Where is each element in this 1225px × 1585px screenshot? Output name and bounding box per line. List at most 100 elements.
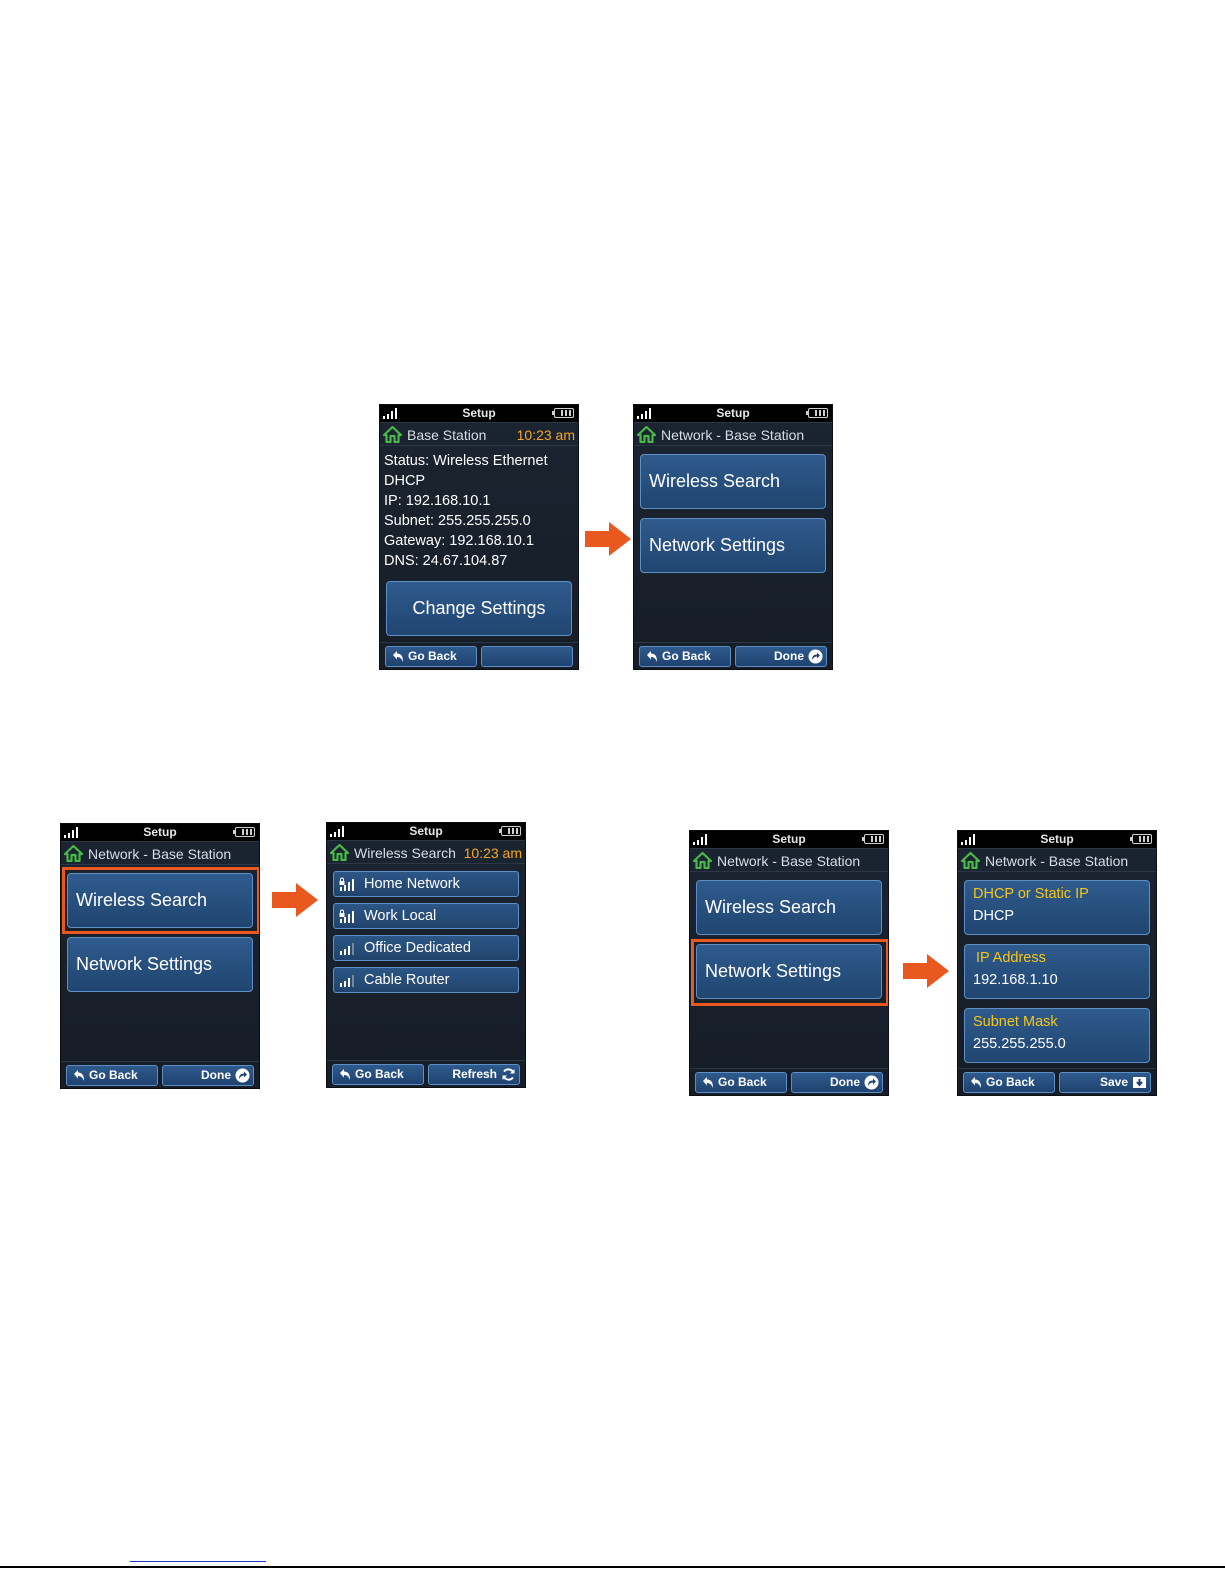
network-name: Cable Router [364,972,450,988]
flow-arrow-icon [272,883,318,917]
field-value: 255.255.255.0 [973,1036,1066,1052]
network-list-item[interactable]: Office Dedicated [333,935,519,961]
done-button[interactable]: Done [162,1065,254,1086]
field-label: DHCP or Static IP [973,886,1089,902]
back-arrow-icon [968,1075,983,1090]
wireless-search-button[interactable]: Wireless Search [696,880,882,935]
back-arrow-icon [71,1068,86,1083]
subnet-mask-field[interactable]: Subnet Mask 255.255.255.0 [964,1008,1150,1063]
network-list-item[interactable]: Work Local [333,903,519,929]
field-value: DHCP [973,908,1015,924]
status-info: Status: Wireless Ethernet DHCP IP: 192.1… [384,451,548,571]
go-back-button[interactable]: Go Back [332,1064,424,1085]
header-label: Base Station [407,427,487,443]
go-back-button[interactable]: Go Back [695,1072,787,1093]
network-settings-button[interactable]: Network Settings [67,937,253,992]
base-station-screen: Setup Base Station 10:23 am Status: Wire… [379,404,579,670]
field-value: 192.168.1.10 [973,972,1058,988]
save-button[interactable]: Save [1059,1072,1151,1093]
header-label: Wireless Search [354,845,456,861]
home-icon [961,852,980,869]
go-back-label: Go Back [355,1067,404,1081]
refresh-icon [501,1067,516,1082]
go-back-label: Go Back [986,1075,1035,1089]
go-back-label: Go Back [662,649,711,663]
wifi-signal-icon [339,941,357,955]
network-menu-settings-screen: Setup Network - Base Station Wireless Se… [689,830,889,1096]
done-icon [864,1075,879,1090]
flow-arrow-icon [585,522,631,556]
go-back-button[interactable]: Go Back [639,646,731,667]
dhcp-static-field[interactable]: DHCP or Static IP DHCP [964,880,1150,935]
status-line: Status: Wireless Ethernet [384,453,548,469]
go-back-label: Go Back [89,1068,138,1082]
flow-arrow-icon [903,954,949,988]
back-arrow-icon [390,649,405,664]
done-icon [808,649,823,664]
refresh-label: Refresh [452,1067,497,1081]
mode-line: DHCP [384,473,426,489]
header-time: 10:23 am [463,845,522,861]
status-title: Setup [1040,832,1074,846]
network-name: Home Network [364,876,460,892]
change-settings-button[interactable]: Change Settings [386,581,572,636]
screen-header: Wireless Search 10:23 am [327,841,525,864]
right-softkey-button[interactable] [481,646,573,667]
status-bar: Setup [61,824,259,842]
subnet-line: Subnet: 255.255.255.0 [384,513,531,529]
status-title: Setup [143,825,177,839]
selection-highlight [691,939,888,1006]
battery-icon [1130,834,1152,844]
wireless-search-button[interactable]: Wireless Search [67,873,253,928]
network-name: Office Dedicated [364,940,471,956]
ip-line: IP: 192.168.10.1 [384,493,491,509]
status-bar: Setup [327,823,525,841]
network-settings-button[interactable]: Network Settings [696,944,882,999]
done-icon [235,1068,250,1083]
battery-icon [862,834,884,844]
softkey-bar: Go Back Save [958,1068,1156,1095]
field-label: IP Address [976,950,1046,966]
screen-header: Network - Base Station [958,849,1156,872]
done-label: Done [774,649,804,663]
network-settings-button[interactable]: Network Settings [640,518,826,573]
go-back-label: Go Back [718,1075,767,1089]
done-button[interactable]: Done [791,1072,883,1093]
wireless-search-button[interactable]: Wireless Search [640,454,826,509]
battery-icon [499,826,521,836]
ip-address-field[interactable]: IP Address 192.168.1.10 [964,944,1150,999]
screen-header: Network - Base Station [634,423,832,446]
screen-header: Base Station 10:23 am [380,423,578,446]
header-label: Network - Base Station [88,846,232,862]
softkey-bar: Go Back [380,642,578,669]
status-title: Setup [409,824,443,838]
gateway-line: Gateway: 192.168.10.1 [384,533,534,549]
battery-icon [552,408,574,418]
network-menu-screen: Setup Network - Base Station Wireless Se… [633,404,833,670]
footnote-link-underline[interactable] [130,1561,266,1562]
go-back-button[interactable]: Go Back [963,1072,1055,1093]
status-bar: Setup [380,405,578,423]
wifi-signal-lock-icon [339,877,357,891]
wireless-search-screen: Setup Wireless Search 10:23 am Home Netw… [326,822,526,1088]
selection-highlight [62,867,259,934]
back-arrow-icon [700,1075,715,1090]
back-arrow-icon [644,649,659,664]
wifi-signal-icon [339,973,357,987]
done-button[interactable]: Done [735,646,827,667]
refresh-button[interactable]: Refresh [428,1064,520,1085]
status-title: Setup [462,406,496,420]
done-label: Done [201,1068,231,1082]
go-back-button[interactable]: Go Back [385,646,477,667]
home-icon [637,426,656,443]
status-bar: Setup [634,405,832,423]
network-list-item[interactable]: Cable Router [333,967,519,993]
network-list-item[interactable]: Home Network [333,871,519,897]
go-back-button[interactable]: Go Back [66,1065,158,1086]
save-icon [1132,1075,1147,1090]
status-title: Setup [716,406,750,420]
status-bar: Setup [958,831,1156,849]
back-arrow-icon [337,1067,352,1082]
screen-header: Network - Base Station [61,842,259,865]
battery-icon [806,408,828,418]
